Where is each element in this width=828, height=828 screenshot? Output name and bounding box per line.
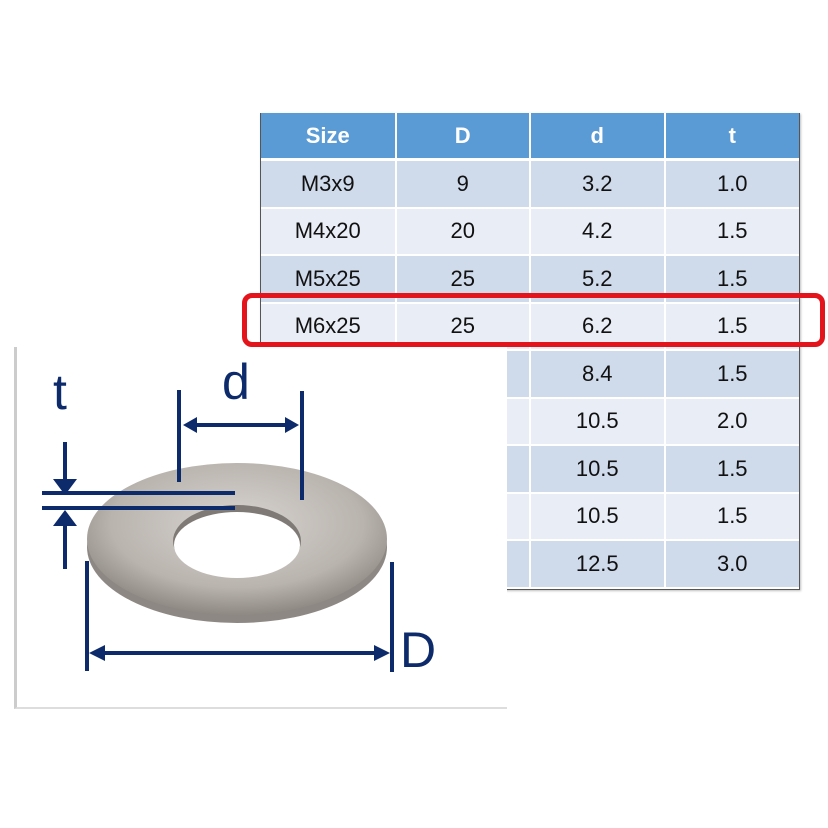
cell-t: 1.5 [664,445,799,494]
cell-d: 10.5 [530,397,666,446]
cell-d: 10.5 [530,492,666,541]
washer-diagram-card: t d D [14,347,507,709]
label-outer-diameter: D [400,622,437,678]
cell-D: 20 [395,207,531,256]
cell-d: 3.2 [530,159,666,209]
cell-size: M3x9 [261,159,397,209]
col-header-outer-diameter: D [395,113,531,161]
cell-t: 2.0 [664,397,799,446]
cell-d: 12.5 [530,540,666,589]
cell-D: 9 [395,159,531,209]
washer-image [87,463,387,623]
dimension-lines [42,390,394,672]
label-inner-diameter: d [222,354,250,410]
washer-diagram [42,390,394,672]
cell-t: 3.0 [664,540,799,589]
cell-t: 1.5 [664,350,799,399]
col-header-inner-diameter: d [530,113,666,161]
cell-d: 4.2 [530,207,666,256]
table-row: M4x20 20 4.2 1.5 [261,207,799,256]
cell-d: 8.4 [530,350,666,399]
highlight-box [242,293,825,347]
table-row: M3x9 9 3.2 1.0 [261,159,799,209]
cell-size: M4x20 [261,207,397,256]
col-header-thickness: t [664,113,799,161]
cell-t: 1.5 [664,207,799,256]
label-thickness: t [53,364,67,420]
col-header-size: Size [261,113,397,161]
cell-t: 1.5 [664,492,799,541]
cell-t: 1.0 [664,159,799,209]
table-header-row: Size D d t [261,113,799,161]
cell-d: 10.5 [530,445,666,494]
